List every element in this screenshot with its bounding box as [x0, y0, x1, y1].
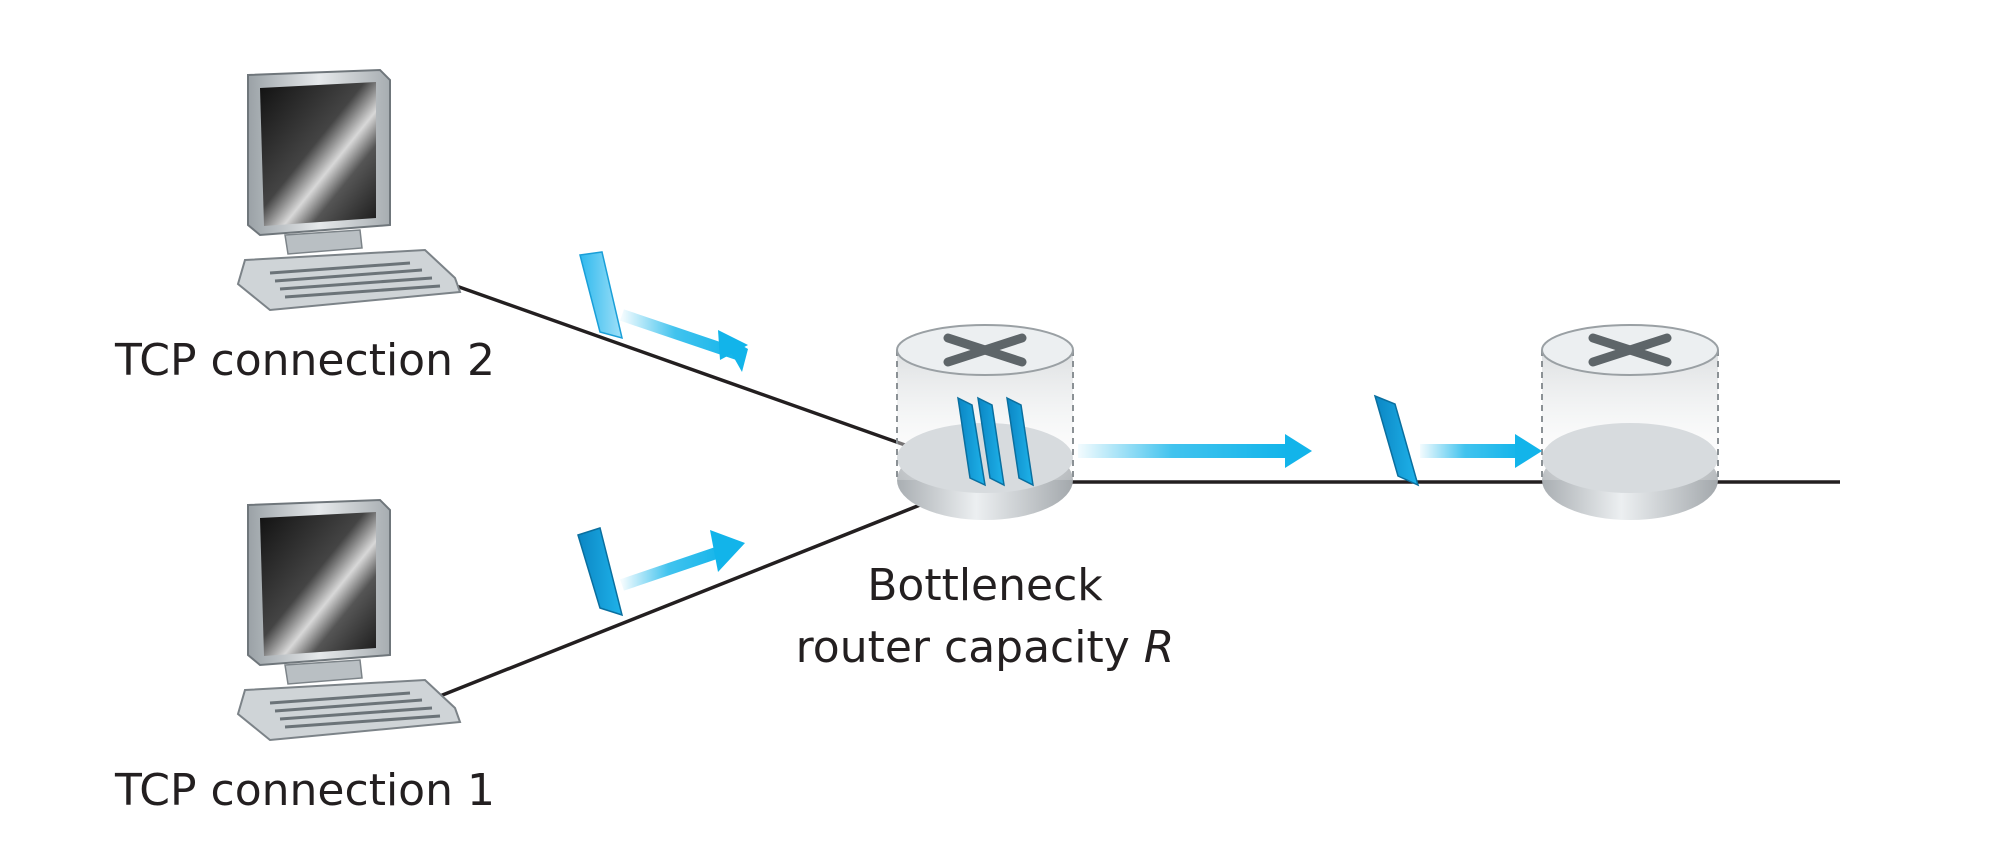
outgoing-arrow [1078, 434, 1312, 468]
packet [1373, 394, 1420, 487]
label-tcp-connection-1: TCP connection 1 [114, 765, 495, 816]
packet-arrow-connection-2 [579, 251, 748, 372]
computer-icon [236, 498, 462, 742]
packet [577, 527, 624, 617]
label-router-capacity: router capacity R [796, 622, 1175, 673]
packet [579, 251, 624, 340]
label-router-capacity-text: router capacity [796, 622, 1144, 673]
label-bottleneck: Bottleneck [867, 560, 1103, 611]
queued-packet [1006, 396, 1034, 487]
computer-icon [236, 68, 462, 312]
queued-packet [957, 396, 986, 487]
link-host1-to-router [434, 503, 921, 700]
router-icon [1541, 324, 1719, 520]
queued-packets [957, 396, 1034, 487]
queued-packet [977, 396, 1005, 487]
packet-arrow-inter-router [1373, 394, 1542, 487]
label-capacity-variable: R [1144, 622, 1175, 673]
packet-arrow-connection-1 [577, 527, 745, 617]
label-tcp-connection-2: TCP connection 2 [114, 335, 495, 386]
links [434, 280, 1840, 700]
link-host2-to-router [444, 280, 906, 447]
